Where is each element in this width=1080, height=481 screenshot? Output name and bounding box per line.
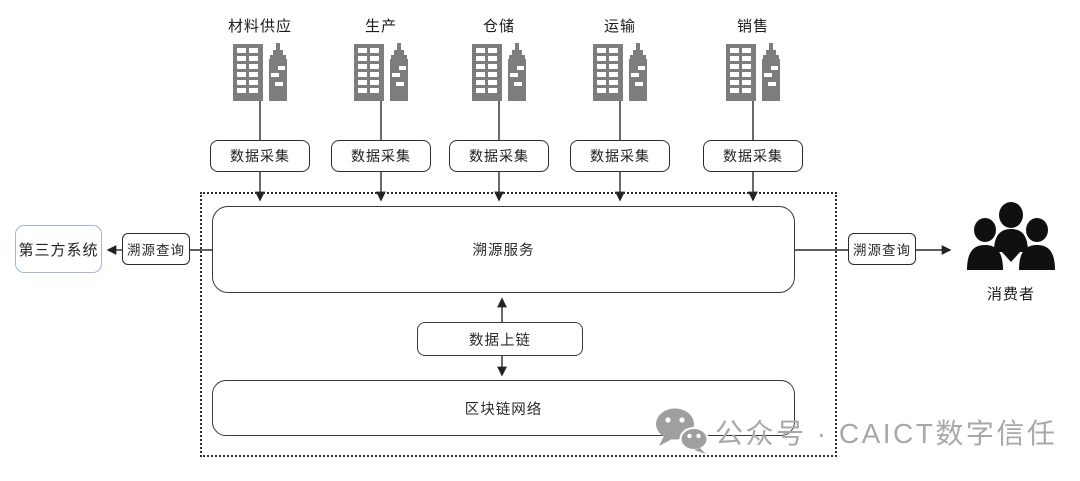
trace-service-label: 溯源服务 — [472, 243, 535, 259]
wechat-icon — [655, 408, 709, 455]
trace-query-box-right: 溯源查询 — [848, 233, 916, 265]
consumers-icon — [967, 202, 1055, 270]
trace-service-box: 溯源服务 — [212, 206, 795, 293]
data-collection-label: 数据采集 — [590, 148, 650, 164]
blockchain-network-box: 区块链网络 — [212, 380, 795, 436]
stage-label: 运输 — [603, 18, 636, 35]
data-onchain-label: 数据上链 — [469, 332, 531, 349]
connector-lines — [106, 98, 952, 377]
third-party-system-box: 第三方系统 — [15, 225, 102, 273]
data-collection-box: 数据采集 — [331, 140, 431, 172]
building-icon — [354, 43, 408, 101]
consumer-label: 消费者 — [986, 286, 1035, 303]
building-icon — [233, 43, 287, 101]
trace-query-label: 溯源查询 — [127, 243, 185, 258]
data-collection-box: 数据采集 — [570, 140, 670, 172]
platform-dashed-frame — [200, 192, 837, 457]
stage-column-sales: 销售 数据采集 — [693, 0, 813, 215]
data-collection-label: 数据采集 — [230, 148, 290, 164]
data-collection-label: 数据采集 — [351, 148, 411, 164]
building-icon — [726, 43, 780, 101]
stage-label: 仓储 — [482, 18, 515, 35]
blockchain-network-label: 区块链网络 — [464, 401, 543, 418]
stage-label: 生产 — [364, 18, 397, 35]
stage-column-warehousing: 仓储 数据采集 — [439, 0, 559, 215]
data-collection-box: 数据采集 — [703, 140, 803, 172]
building-icon — [472, 43, 526, 101]
data-onchain-box: 数据上链 — [417, 322, 583, 356]
watermark-text: 公众号 · CAICT数字信任 — [715, 417, 1058, 449]
third-party-system-label: 第三方系统 — [18, 241, 99, 259]
stage-column-production: 生产 数据采集 — [321, 0, 441, 215]
stage-column-material-supply: 材料供应 数据采集 — [200, 0, 320, 215]
data-collection-box: 数据采集 — [449, 140, 549, 172]
stage-label: 销售 — [736, 18, 769, 35]
data-collection-box: 数据采集 — [210, 140, 310, 172]
stage-label: 材料供应 — [227, 18, 292, 35]
trace-query-label: 溯源查询 — [853, 243, 911, 258]
data-collection-label: 数据采集 — [469, 148, 529, 164]
stage-column-transport: 运输 数据采集 — [560, 0, 680, 215]
data-collection-label: 数据采集 — [723, 148, 783, 164]
building-icon — [593, 43, 647, 101]
watermark: 公众号 · CAICT数字信任 — [655, 408, 1057, 455]
trace-query-box-left: 溯源查询 — [122, 233, 190, 265]
